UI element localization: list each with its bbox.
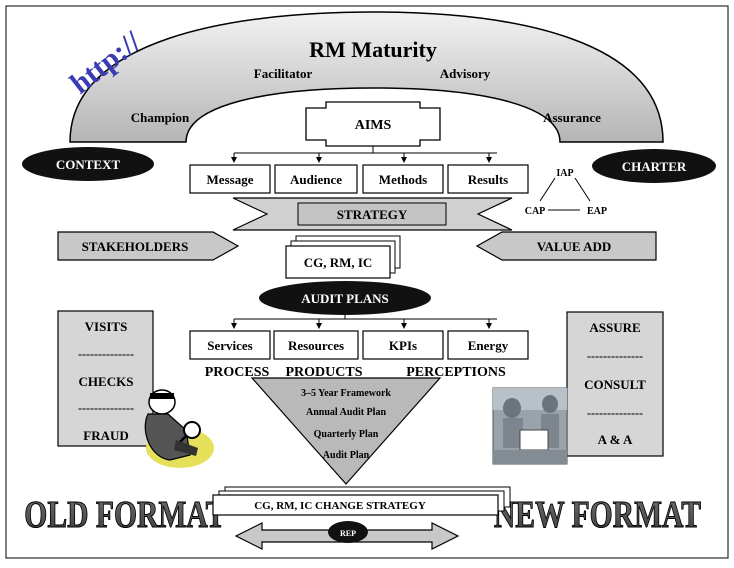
left-panel-checks: CHECKS	[79, 374, 134, 389]
right-panel-assure: ASSURE	[589, 320, 640, 335]
meeting-photo-clipart	[492, 387, 568, 465]
triangle-item-audit-plan: Audit Plan	[323, 450, 370, 461]
value-add-label: VALUE ADD	[537, 239, 612, 254]
outer-frame	[5, 5, 729, 559]
left-panel	[57, 310, 154, 447]
detective-clipart	[144, 389, 214, 468]
row-label-products: PRODUCTS	[285, 365, 362, 380]
context-label: CONTEXT	[56, 157, 121, 172]
arch-label-advisory: Advisory	[440, 66, 491, 81]
top-box-message: Message	[189, 164, 271, 194]
stakeholders-arrow	[57, 231, 240, 261]
strategy-box	[297, 202, 447, 226]
rep-label: REP	[340, 529, 356, 538]
right-panel-divider-1: --------------	[587, 349, 643, 363]
audit-plans-connector	[231, 315, 497, 329]
top-box-results: Results	[447, 164, 529, 194]
right-panel-a-and-a: A & A	[598, 432, 633, 447]
triangle-item-framework: 3–5 Year Framework	[301, 388, 391, 399]
aims-connector	[231, 146, 497, 163]
left-panel-divider-1: --------------	[78, 347, 134, 361]
change-strategy-label: CG, RM, IC CHANGE STRATEGY	[254, 500, 426, 512]
strategy-label: STRATEGY	[337, 207, 408, 222]
cg-rm-ic-stack: CG, RM, IC	[285, 235, 401, 279]
left-panel-divider-2: --------------	[78, 401, 134, 415]
audit-plan-triangle	[250, 377, 442, 485]
cap-label: CAP	[525, 206, 546, 217]
right-panel-divider-2: --------------	[587, 406, 643, 420]
charter-label: CHARTER	[622, 159, 687, 174]
context-ellipse	[22, 147, 154, 181]
cg-rm-ic-label: CG, RM, IC	[304, 255, 373, 270]
arch-label-champion: Champion	[131, 110, 190, 125]
row-label-process: PROCESS	[205, 365, 270, 380]
rm-maturity-arch	[69, 11, 664, 143]
new-format-wordart: NEW FORMAT	[494, 495, 701, 536]
iap-label: IAP	[556, 168, 573, 179]
old-format-wordart: OLD FORMAT	[24, 495, 225, 536]
top-box-methods: Methods	[362, 164, 444, 194]
mid-box-energy-label: Energy	[468, 338, 509, 353]
mid-box-services-label: Services	[207, 338, 252, 353]
top-box-audience-label: Audience	[290, 172, 342, 187]
aims-label: AIMS	[355, 118, 392, 133]
eap-label: EAP	[587, 206, 607, 217]
mid-box-energy: Energy	[447, 330, 529, 360]
top-box-audience: Audience	[274, 164, 358, 194]
rep-ellipse	[328, 521, 368, 543]
top-box-methods-label: Methods	[379, 172, 427, 187]
row-label-perceptions: PERCEPTIONS	[406, 365, 506, 380]
arch-title: RM Maturity	[309, 37, 437, 62]
mid-box-resources: Resources	[273, 330, 359, 360]
mid-box-kpis: KPIs	[362, 330, 444, 360]
audit-plans-ellipse	[259, 281, 431, 315]
arch-label-facilitator: Facilitator	[254, 66, 313, 81]
mid-box-services: Services	[189, 330, 271, 360]
arch-label-assurance: Assurance	[543, 110, 601, 125]
iap-triangle: IAP CAP EAP	[525, 168, 607, 217]
mid-box-resources-label: Resources	[288, 338, 344, 353]
left-panel-visits: VISITS	[85, 319, 128, 334]
triangle-item-annual: Annual Audit Plan	[306, 407, 386, 418]
left-panel-fraud: FRAUD	[83, 428, 129, 443]
value-add-arrow	[475, 231, 657, 261]
mid-box-kpis-label: KPIs	[389, 338, 417, 353]
right-panel-consult: CONSULT	[584, 377, 646, 392]
top-box-results-label: Results	[468, 172, 508, 187]
triangle-item-quarterly: Quarterly Plan	[314, 429, 379, 440]
stakeholders-label: STAKEHOLDERS	[82, 239, 189, 254]
charter-ellipse	[592, 149, 716, 183]
audit-plans-label: AUDIT PLANS	[301, 291, 389, 306]
top-box-message-label: Message	[207, 172, 254, 187]
right-panel	[566, 311, 664, 457]
aims-box	[305, 101, 441, 147]
change-strategy-stack: CG, RM, IC CHANGE STRATEGY	[212, 486, 511, 516]
